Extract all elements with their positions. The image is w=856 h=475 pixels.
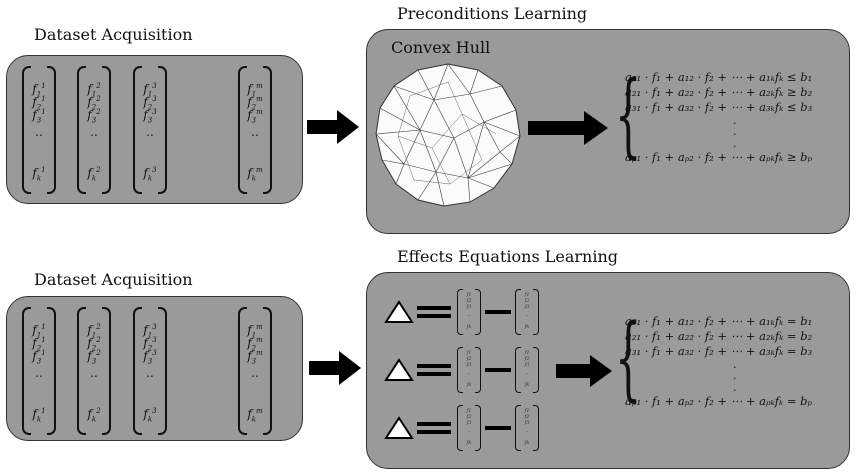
preconditions-panel: Convex Hull { a₁₁ · f₁ + a₁₂ · f₂ + ⋯ + …: [366, 29, 850, 234]
minus-icon: [485, 368, 511, 372]
state-vector-after: f1 f2 f3 .. fk: [457, 405, 481, 451]
minus-icon: [485, 426, 511, 430]
delta-row-2: f1 f2 f3 .. fk f1 f2 f3 .. fk: [384, 345, 545, 395]
equation-1: a₁₁ · f₁ + a₁₂ · f₂ + ⋯ + a₁ₖfₖ = b₁: [625, 314, 813, 328]
equation-p: aₚ₁ · f₁ + aₚ₂ · f₂ + ⋯ + aₚₖfₖ = bₚ: [625, 394, 813, 409]
delta-triangle-icon: [384, 358, 414, 381]
equation-3: a₃₁ · f₁ + a₃₂ · f₂ + ⋯ + a₃ₖfₖ = b₃: [625, 344, 813, 359]
inequality-p: aₚ₁ · f₁ + aₚ₂ · f₂ + ⋯ + aₚₖfₖ ≥ bₚ: [625, 150, 813, 165]
state-vector-before: f1 f2 f3 .. fk: [515, 289, 539, 335]
right-arrow-icon: [309, 351, 361, 385]
delta-triangle-icon: [384, 416, 414, 439]
equation-2: a₂₁ · f₁ + a₂₂ · f₂ + ⋯ + a₂ₖfₖ = b₂: [625, 329, 813, 344]
bottom-learning-title: Effects Equations Learning: [397, 247, 618, 266]
bottom-dataset-title: Dataset Acquisition: [34, 270, 193, 289]
equals-icon: [417, 306, 451, 318]
vertical-ellipsis: ·: [733, 359, 737, 374]
inequality-system: a₁₁ · f₁ + a₁₂ · f₂ + ⋯ + a₁ₖfₖ ≤ b₁ a₂₁…: [625, 70, 813, 165]
state-vector-after: f1 f2 f3 .. fk: [457, 347, 481, 393]
minus-icon: [485, 310, 511, 314]
vertical-ellipsis: ·: [733, 115, 737, 130]
state-vector-before: f1 f2 f3 .. fk: [515, 347, 539, 393]
feature-vector-1: f11 f21 f31 .. fk1: [22, 66, 56, 194]
feature-vector-2: f12 f22 f32 .. fk2: [77, 66, 111, 194]
equals-icon: [417, 364, 451, 376]
delta-row-1: f1 f2 f3 .. fk f1 f2 f3 .. fk: [384, 287, 545, 337]
equals-icon: [417, 422, 451, 434]
delta-triangle-icon: [384, 300, 414, 323]
top-dataset-panel: f11 f21 f31 .. fk1 f12 f22 f32 .. fk2 f1…: [6, 55, 303, 204]
system-brace: {: [615, 61, 642, 168]
top-learning-title: Preconditions Learning: [397, 4, 588, 23]
right-arrow-icon: [528, 111, 608, 145]
feature-vector-3: f13 f23 f33 .. fk3: [133, 66, 167, 194]
right-arrow-icon: [556, 355, 612, 387]
state-vector-after: f1 f2 f3 .. fk: [457, 289, 481, 335]
convex-hull-label: Convex Hull: [391, 38, 491, 57]
inequality-1: a₁₁ · f₁ + a₁₂ · f₂ + ⋯ + a₁ₖfₖ ≤ b₁: [625, 70, 813, 84]
inequality-3: a₃₁ · f₁ + a₃₂ · f₂ + ⋯ + a₃ₖfₖ ≤ b₃: [625, 100, 813, 115]
feature-vector-3: f13 f23 f33 .. fk3: [133, 307, 167, 435]
inequality-2: a₂₁ · f₁ + a₂₂ · f₂ + ⋯ + a₂ₖfₖ ≥ b₂: [625, 85, 813, 100]
right-arrow-icon: [307, 110, 359, 144]
effects-panel: f1 f2 f3 .. fk f1 f2 f3 .. fk f1 f2 f3 .…: [366, 272, 850, 469]
bottom-dataset-panel: f11 f21 f31 .. fk1 f12 f22 f32 .. fk2 f1…: [6, 296, 303, 441]
equation-system: a₁₁ · f₁ + a₁₂ · f₂ + ⋯ + a₁ₖfₖ = b₁ a₂₁…: [625, 314, 813, 409]
feature-vector-2: f12 f22 f32 .. fk2: [77, 307, 111, 435]
feature-vector-m: f1m f2m f3m .. fkm: [238, 307, 272, 435]
top-dataset-title: Dataset Acquisition: [34, 25, 193, 44]
feature-vector-1: f11 f21 f31 .. fk1: [22, 307, 56, 435]
delta-row-3: f1 f2 f3 .. fk f1 f2 f3 .. fk: [384, 403, 545, 453]
state-vector-before: f1 f2 f3 .. fk: [515, 405, 539, 451]
system-brace: {: [615, 304, 642, 411]
feature-vector-m: f1m f2m f3m .. fkm: [238, 66, 272, 194]
convex-hull-polytope-icon: [375, 63, 521, 207]
